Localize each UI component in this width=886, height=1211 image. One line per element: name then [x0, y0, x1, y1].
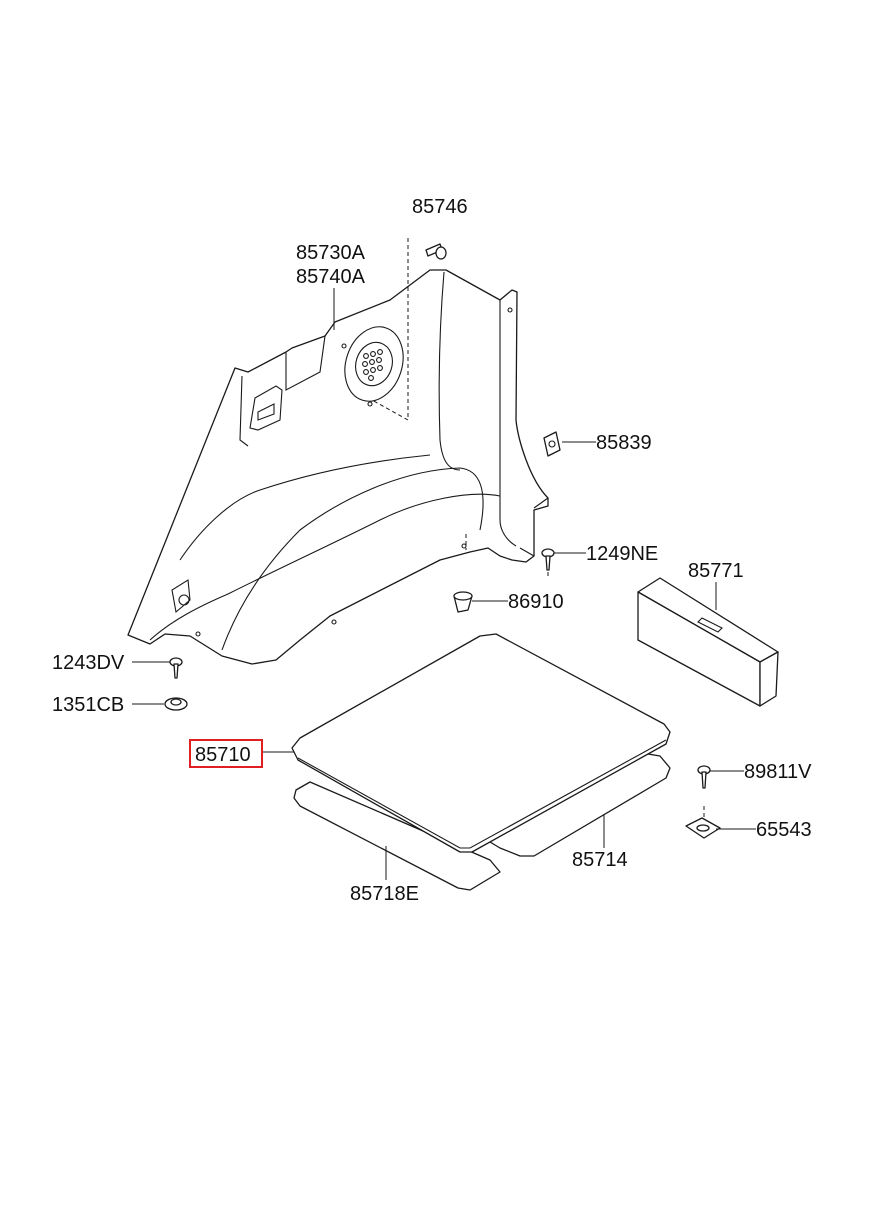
- grommet-86910-icon[interactable]: [453, 591, 473, 613]
- label-85771[interactable]: 85771: [688, 560, 744, 582]
- mat-85710[interactable]: [291, 633, 671, 853]
- mat-85718E[interactable]: [293, 781, 501, 891]
- screw-1249NE-icon[interactable]: [541, 548, 555, 571]
- label-89811V[interactable]: 89811V: [744, 761, 812, 783]
- label-85710[interactable]: 85710: [195, 744, 251, 766]
- label-85730A[interactable]: 85730A: [296, 242, 366, 264]
- label-1249NE[interactable]: 1249NE: [586, 543, 658, 565]
- quarter-trim-panel[interactable]: [127, 269, 549, 665]
- label-65543[interactable]: 65543: [756, 819, 812, 841]
- label-1351CB[interactable]: 1351CB: [52, 694, 124, 716]
- label-85718E[interactable]: 85718E: [350, 883, 419, 905]
- label-85740A[interactable]: 85740A: [296, 266, 366, 288]
- screw-85746-icon[interactable]: [425, 243, 447, 260]
- highlight-box: [189, 739, 263, 768]
- label-1243DV[interactable]: 1243DV: [52, 652, 125, 674]
- screw-89811V-icon[interactable]: [697, 765, 711, 789]
- trim-block-85771[interactable]: [637, 577, 779, 707]
- screw-1243DV-icon[interactable]: [169, 657, 183, 679]
- label-85746[interactable]: 85746: [412, 196, 468, 218]
- label-85714[interactable]: 85714: [572, 849, 628, 871]
- label-86910[interactable]: 86910: [508, 591, 564, 613]
- nut-1351CB-icon[interactable]: [164, 697, 188, 711]
- nut-plate-65543-icon[interactable]: [685, 817, 721, 839]
- clip-85839-icon[interactable]: [543, 431, 561, 457]
- label-85839[interactable]: 85839: [596, 432, 652, 454]
